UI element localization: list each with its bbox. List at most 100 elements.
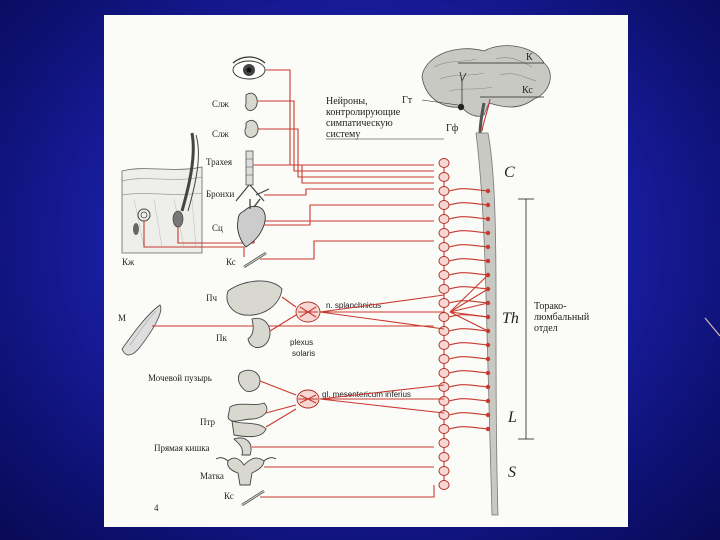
cord-neuron-dot xyxy=(485,202,491,208)
blood-vessel-bottom xyxy=(241,489,265,507)
label-trachea: Трахея xyxy=(206,157,232,167)
thoraco-line-1: Торако- xyxy=(534,301,566,312)
neurons-line-4: систему xyxy=(326,129,360,140)
chain-ganglion xyxy=(438,186,450,196)
label-splanchnicus: n. splanchnicus xyxy=(326,301,381,310)
cord-neuron-dot xyxy=(485,230,491,236)
cord-neuron-dot xyxy=(485,342,491,348)
neurons-line-2: контролирующие xyxy=(326,107,401,118)
ramus-communicans xyxy=(448,398,489,402)
salivary-gland-1 xyxy=(245,92,258,111)
muscle xyxy=(121,304,162,356)
label-plexus: plexus xyxy=(290,338,313,347)
label-bladder: Мочевой пузырь xyxy=(148,373,212,383)
ramus-communicans xyxy=(448,370,489,374)
chain-ganglion xyxy=(438,228,450,238)
chain-ganglion xyxy=(438,410,450,420)
spinal-cord xyxy=(475,132,499,516)
cord-neuron-dot xyxy=(485,258,491,264)
ramus-communicans xyxy=(448,426,489,430)
chain-ganglion xyxy=(438,158,450,168)
segment-s: S xyxy=(508,464,516,481)
sympathetic-nervous-system-diagram: К Кс Гт Гф Нейроны, контролирующие симпа… xyxy=(118,45,590,516)
label-skin: Кж xyxy=(122,257,135,267)
diagram-panel: К Кс Гт Гф Нейроны, контролирующие симпа… xyxy=(104,15,628,527)
chain-ganglion xyxy=(438,452,450,462)
chain-ganglion xyxy=(438,480,450,490)
splanchnic-fiber xyxy=(449,311,489,318)
label-liver: Пч xyxy=(206,293,217,303)
splanchnic-fiber xyxy=(449,274,489,313)
segment-th: Th xyxy=(502,310,519,327)
ramus-communicans xyxy=(448,258,489,262)
splanchnic-fiber xyxy=(449,302,489,313)
chain-ganglion xyxy=(438,172,450,182)
cord-neuron-dot xyxy=(485,216,491,222)
label-muscle: М xyxy=(118,313,126,323)
neurons-line-1: Нейроны, xyxy=(326,96,368,107)
ramus-communicans xyxy=(448,342,489,346)
cord-neuron-dot xyxy=(485,188,491,194)
cord-neuron-dot xyxy=(485,244,491,250)
chain-ganglion xyxy=(438,270,450,280)
thoraco-line-2: люмбальный xyxy=(534,312,590,323)
ramus-communicans xyxy=(448,384,489,388)
cord-neuron-dot xyxy=(485,384,491,390)
cord-neuron-dot xyxy=(485,426,491,432)
cord-neuron-dot xyxy=(485,356,491,362)
thoraco-line-3: отдел xyxy=(534,323,558,334)
ramus-communicans xyxy=(448,202,489,206)
cord-neuron-dot xyxy=(485,370,491,376)
chain-ganglion xyxy=(438,354,450,364)
ramus-communicans xyxy=(448,328,489,332)
segment-c: C xyxy=(504,164,515,181)
chain-ganglion xyxy=(438,438,450,448)
blood-vessel xyxy=(243,251,267,269)
chain-ganglion xyxy=(438,424,450,434)
sympathetic-chain xyxy=(438,158,491,490)
ramus-communicans xyxy=(448,216,489,220)
chain-ganglion xyxy=(438,340,450,350)
label-kidney: Пк xyxy=(216,333,227,343)
uterus xyxy=(215,457,277,486)
label-mesentericum: gl. mesentericum inferius xyxy=(322,390,411,399)
chain-ganglion xyxy=(438,396,450,406)
chain-ganglion xyxy=(438,242,450,252)
mesenteric-ganglion xyxy=(296,389,320,409)
label-rectum: Прямая кишка xyxy=(154,443,210,453)
splanchnic-fiber xyxy=(449,311,489,332)
ramus-communicans xyxy=(448,286,489,290)
label-uterus: Матка xyxy=(200,471,224,481)
chain-ganglion xyxy=(438,256,450,266)
ramus-communicans xyxy=(448,244,489,248)
label-ptr: Птр xyxy=(200,417,216,427)
eye xyxy=(232,56,266,80)
label-bronchi: Бронхи xyxy=(206,189,234,199)
label-heart: Сц xyxy=(212,223,223,233)
chain-ganglion xyxy=(438,200,450,210)
rectum xyxy=(233,437,252,456)
salivary-gland-2 xyxy=(244,119,259,138)
label-slzh-1: Слж xyxy=(212,99,229,109)
label-gf: Гф xyxy=(446,123,459,134)
chain-ganglion xyxy=(438,298,450,308)
ramus-communicans xyxy=(448,230,489,234)
label-solaris: solaris xyxy=(292,349,315,358)
segment-l: L xyxy=(507,409,517,426)
skin-section xyxy=(121,132,203,254)
label-gt: Гт xyxy=(402,95,413,106)
chain-ganglion xyxy=(438,466,450,476)
cord-neuron-dot xyxy=(485,412,491,418)
ramus-communicans xyxy=(448,412,489,416)
chain-ganglion xyxy=(438,382,450,392)
neurons-line-3: симпатическую xyxy=(326,118,393,129)
cord-neuron-dot xyxy=(485,398,491,404)
kidney xyxy=(247,317,271,348)
label-vessel-kc: Кс xyxy=(226,257,236,267)
bladder xyxy=(237,369,261,392)
label-slzh-2: Слж xyxy=(212,129,229,139)
chain-ganglion xyxy=(438,284,450,294)
chain-ganglion xyxy=(438,312,450,322)
thoraco-lumbar-bracket xyxy=(518,198,534,440)
label-kc-top: Кс xyxy=(522,85,533,96)
